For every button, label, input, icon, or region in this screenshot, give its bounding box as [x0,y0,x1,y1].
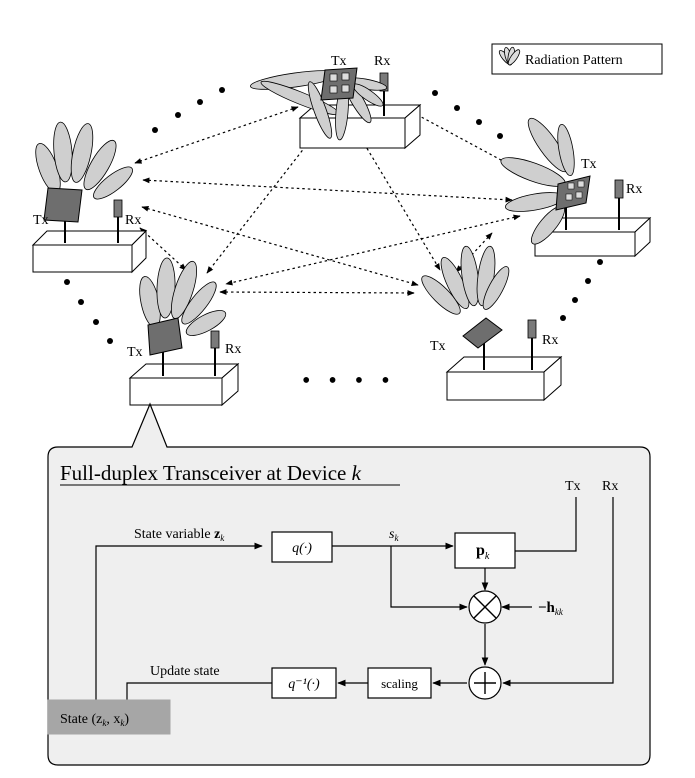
device-bottom-left: Tx Rx [127,257,241,407]
link-bottom [219,289,415,296]
device-right: Tx Rx [500,117,652,258]
tx-label: Tx [33,213,49,228]
link-top-left [134,106,299,164]
legend: Radiation Pattern [491,43,663,75]
rx-label: Rx [225,342,241,357]
tx-wire [515,497,577,552]
state-block-label: State (zk, xk) [60,712,129,728]
rx-antenna-icon [379,72,389,92]
antenna-box-bottom-left [128,362,240,407]
tx-antenna-panel [320,67,358,101]
inverse-quantizer-block [271,667,337,699]
ellipsis-bottom: • • • • [302,368,396,394]
rx-antenna-icon [210,330,220,349]
link-left-right [142,177,513,203]
tx-label: Tx [331,54,347,69]
panel-tx-label: Tx [565,479,581,494]
radiation-pattern-icon [498,46,521,66]
panel-rx-label: Rx [602,479,618,494]
tx-label: Tx [581,157,597,172]
legend-label: Radiation Pattern [525,53,623,68]
state-block [47,699,171,735]
radiation-pattern-bottom-right [421,245,510,315]
precoder-label: pk [476,542,490,562]
device-top: Tx Rx [250,54,422,150]
tx-label: Tx [430,339,446,354]
tx-antenna-panel [462,317,503,349]
tx-label: Tx [127,345,143,360]
update-state-wire [126,682,272,700]
update-state-label: Update state [150,664,220,679]
state-variable-label: State variable zk [134,527,225,543]
link-left-bottomleft [139,227,187,271]
sk-label: sk [389,527,399,543]
link-top-bottomleft [206,119,327,274]
antenna-box-right [533,216,652,258]
rx-label: Rx [374,54,390,69]
interference-label: −hkk [538,600,564,617]
scaling-label: scaling [381,676,418,691]
rx-antenna-icon [113,199,123,218]
inverse-quantizer-label: q⁻¹(·) [288,677,320,692]
quantizer-block [271,531,333,563]
rx-label: Rx [626,182,642,197]
state-variable-wire [95,542,263,700]
antenna-box-left [31,229,148,274]
panel-background [47,402,651,766]
quantizer-label: q(·) [292,541,312,556]
scaling-block [367,667,432,699]
rx-antenna-icon [527,319,537,339]
antenna-box-bottom-right [445,355,563,402]
sk-branch-wire [390,546,468,611]
rx-label: Rx [542,333,558,348]
rx-label: Rx [125,213,141,228]
tx-antenna-panel [43,187,83,223]
device-left: Tx Rx [31,121,148,274]
radiation-pattern-right [500,117,575,245]
radiation-pattern-left [35,121,133,200]
precoder-block [454,532,516,569]
rx-antenna-icon [614,179,624,199]
tx-antenna-panel [147,317,183,356]
panel-title: Full-duplex Transceiver at Device k [60,461,362,485]
device-bottom-right: Tx Rx [421,245,563,402]
ellipsis-dots [64,87,603,344]
transceiver-panel: Full-duplex Transceiver at Device k Tx R… [47,402,651,766]
radiation-pattern-bottom-left [139,257,227,336]
rx-wire [502,497,614,687]
